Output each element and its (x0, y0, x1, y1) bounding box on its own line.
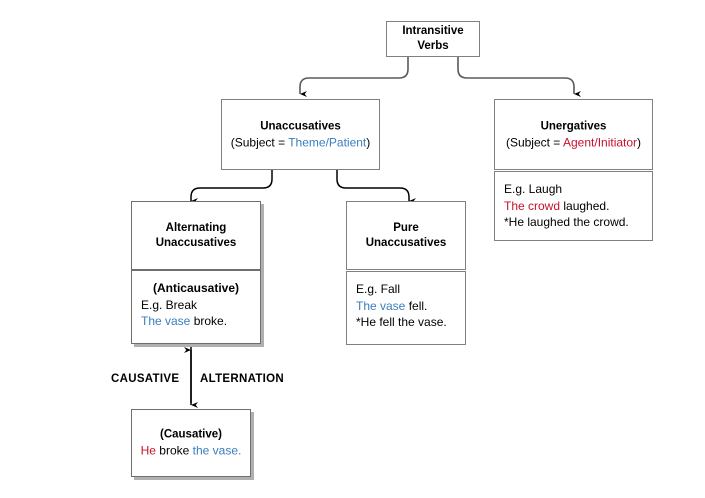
node-pure-unaccusatives-line1: Pure (393, 221, 419, 234)
alternating-example-2-subject: The vase (141, 314, 191, 328)
pure-example-1: E.g. Fall (356, 282, 401, 296)
causative-example-subject: He (140, 443, 156, 458)
pure-example-2-subject: The vase (356, 298, 406, 313)
causative-example-object: the vase. (192, 443, 242, 458)
pure-example-3: *He fell the vase. (356, 315, 447, 329)
unaccusatives-subject-suffix: ) (366, 135, 371, 149)
unergatives-example-3: *He laughed the crowd. (504, 215, 629, 229)
causative-label: (Causative) (160, 428, 222, 441)
alternation-label-right: ALTERNATION (200, 373, 285, 385)
node-unergatives-examples[interactable]: E.g. Laugh The crowd laughed. *He laughe… (494, 171, 653, 241)
node-pure-unaccusatives-line2: Unaccusatives (365, 236, 447, 249)
node-intransitive-verbs-line1: Intransitive (402, 25, 464, 37)
node-unaccusatives-head: Unaccusatives (260, 120, 341, 132)
node-unergatives[interactable]: Unergatives (Subject = Agent/Initiator) (494, 99, 653, 170)
unergatives-example-2-subject: The crowd (504, 198, 561, 213)
edge-unaccusatives-to-pure (336, 170, 416, 204)
node-unergatives-head: Unergatives (540, 120, 607, 132)
unaccusatives-subject-role: Theme/Patient (288, 135, 367, 149)
node-pure-unaccusatives-examples[interactable]: E.g. Fall The vase fell. *He fell the va… (346, 271, 466, 345)
node-unaccusatives[interactable]: Unaccusatives (Subject = Theme/Patient) (221, 99, 380, 170)
unergatives-example-2-rest: laughed. (560, 198, 610, 213)
node-alternating-unaccusatives-line1: Alternating (165, 221, 227, 234)
unergatives-subject-role: Agent/Initiator (563, 135, 638, 149)
causative-example-verb: broke (155, 443, 193, 458)
unergatives-example-1: E.g. Laugh (504, 182, 563, 196)
alternating-example-2-rest: broke. (190, 314, 228, 328)
alternating-example-2: The vase broke. (141, 313, 260, 330)
edge-root-to-unaccusatives (299, 56, 409, 97)
pure-example-2-rest: fell. (405, 298, 428, 313)
anticausative-label: (Anticausative) (152, 281, 240, 295)
node-intransitive-verbs[interactable]: Intransitive Verbs (386, 21, 480, 57)
node-causative[interactable]: (Causative) He broke the vase. (131, 409, 251, 477)
unergatives-subject-suffix: ) (637, 135, 642, 149)
node-alternating-unaccusatives-line2: Unaccusatives (155, 236, 237, 249)
node-alternating-unaccusatives[interactable]: Alternating Unaccusatives (131, 201, 261, 270)
unergatives-subject-prefix: (Subject = (505, 135, 563, 149)
node-unaccusatives-subject: (Subject = Theme/Patient) (222, 134, 379, 150)
pure-example-2: The vase fell. (356, 298, 465, 315)
causative-example: He broke the vase. (132, 443, 250, 459)
node-alternating-unaccusatives-examples[interactable]: (Anticausative) E.g. Break The vase brok… (131, 270, 261, 344)
node-pure-unaccusatives[interactable]: Pure Unaccusatives (346, 201, 466, 270)
unaccusatives-subject-prefix: (Subject = (230, 135, 289, 149)
edge-unaccusatives-to-alternating (190, 170, 273, 204)
alternation-label-left: CAUSATIVE (111, 373, 180, 385)
node-intransitive-verbs-line2: Verbs (417, 40, 449, 52)
unergatives-example-2: The crowd laughed. (504, 198, 652, 215)
node-unergatives-subject: (Subject = Agent/Initiator) (495, 134, 652, 150)
alternating-example-1: E.g. Break (141, 297, 198, 312)
edge-root-to-unergatives (457, 56, 581, 97)
